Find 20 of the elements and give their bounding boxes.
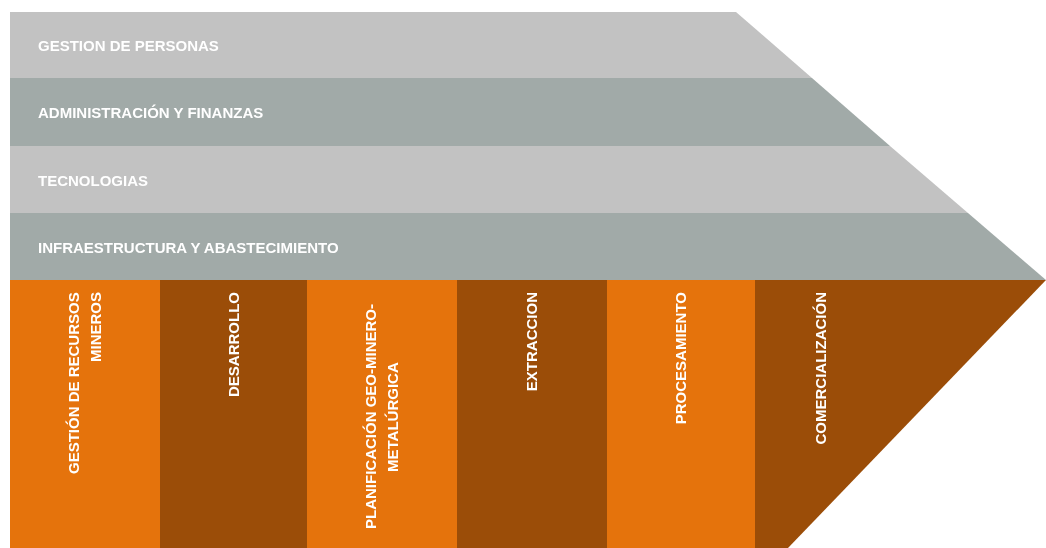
- primary-activity-column: [160, 280, 307, 548]
- support-activity-band: [10, 78, 890, 146]
- primary-activity-column: [307, 280, 457, 548]
- primary-activity-column: [10, 280, 160, 548]
- column-label: DESARROLLO: [223, 292, 243, 397]
- support-activity-band: [10, 12, 812, 78]
- column-label: COMERCIALIZACIÓN: [811, 292, 830, 445]
- band-label: GESTION DE PERSONAS: [38, 36, 219, 54]
- support-activity-band: [10, 213, 1046, 280]
- column-label: PROCESAMIENTO: [671, 292, 690, 425]
- band-label: TECNOLOGIAS: [38, 171, 148, 188]
- primary-activity-column: [755, 280, 1046, 548]
- column-label: PLANIFICACIÓN GEO-MINERO-METALÚRGICA: [361, 303, 402, 532]
- column-label: GESTIÓN DE RECURSOS MINEROS: [64, 292, 105, 476]
- band-label: INFRAESTRUCTURA Y ABASTECIMIENTO: [38, 238, 339, 255]
- primary-activity-column: [457, 280, 607, 548]
- column-label: EXTRACCION: [522, 292, 541, 392]
- support-activity-band: [10, 146, 968, 213]
- primary-activity-column: [607, 280, 755, 548]
- band-label: ADMINISTRACIÓN Y FINANZAS: [38, 103, 264, 121]
